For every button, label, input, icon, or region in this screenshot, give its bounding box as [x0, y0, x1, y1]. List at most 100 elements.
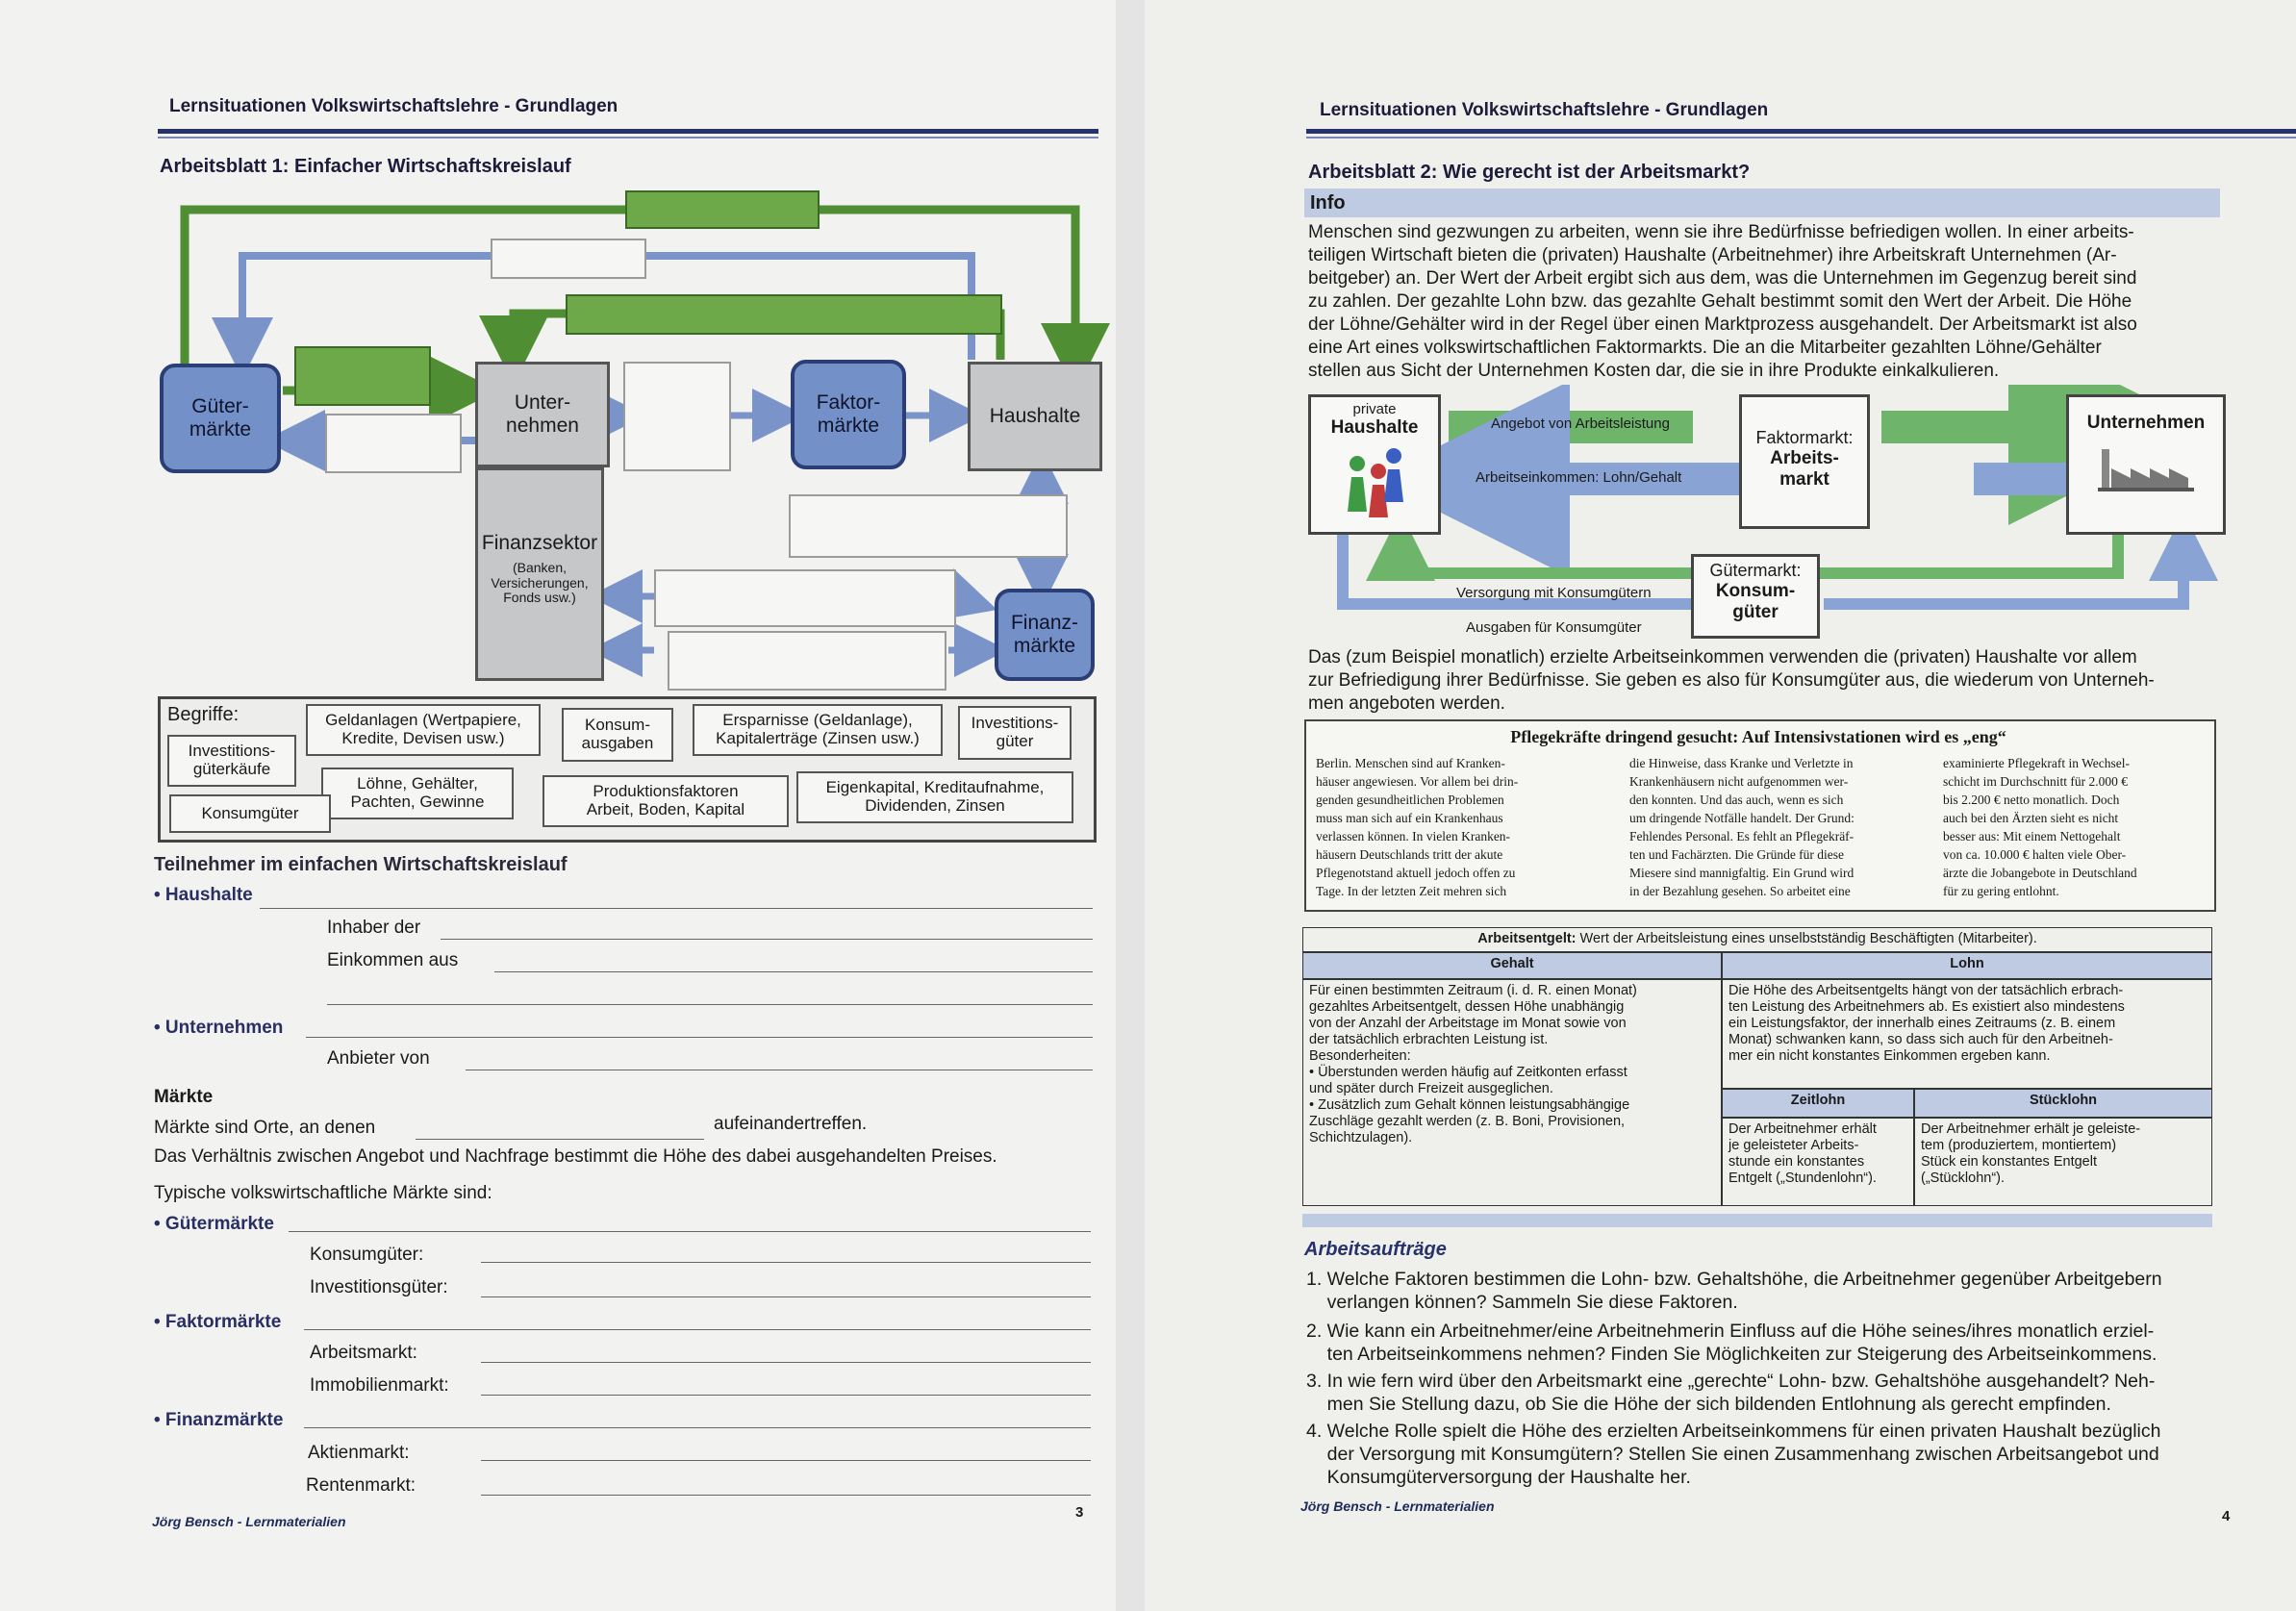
maerkte-sentence-start: Märkte sind Orte, an denen: [154, 1118, 376, 1138]
stuecklohn-cell: Der Arbeitnehmer erhält je geleiste- tem…: [1914, 1118, 2212, 1206]
typische-label: Typische volkswirtschaftliche Märkte sin…: [154, 1183, 492, 1203]
right-page: Lernsituationen Volkswirtschaftslehre - …: [1145, 0, 2296, 1611]
participants-title: Teilnehmer im einfachen Wirtschaftskreis…: [154, 854, 568, 875]
aktienmarkt-label: Aktienmarkt:: [308, 1443, 410, 1463]
haushalte-heading: • Haushalte: [154, 885, 253, 905]
green-blank-1[interactable]: [625, 190, 820, 229]
factory-icon: [2098, 449, 2194, 491]
blank-2[interactable]: [325, 414, 462, 473]
left-page-number: 3: [1075, 1504, 1084, 1521]
lohn-cell: Die Höhe des Arbeitsentgelts hängt von d…: [1722, 979, 2212, 1089]
anbieter-label: Anbieter von: [327, 1048, 430, 1069]
blank-3[interactable]: [623, 362, 731, 471]
caption-definition: Wert der Arbeitsleistung eines unselbsts…: [1576, 931, 2037, 946]
unternehmen-flow-box: Unternehmen: [2066, 394, 2226, 535]
green-blank-3[interactable]: [294, 346, 431, 406]
answer-line[interactable]: [289, 1231, 1091, 1232]
finanzsektor-sub: (Banken, Versicherungen, Fonds usw.): [491, 560, 589, 605]
term-geldanlagen: Geldanlagen (Wertpapiere, Kredite, Devis…: [306, 704, 541, 756]
answer-line[interactable]: [494, 971, 1093, 972]
finanzsektor-label: Finanzsektor: [481, 532, 598, 554]
maerkte-heading: Märkte: [154, 1087, 214, 1107]
unternehmen-heading: • Unternehmen: [154, 1018, 284, 1038]
answer-line[interactable]: [306, 1037, 1093, 1038]
ausgaben-label: Ausgaben für Konsumgüter: [1466, 619, 1642, 636]
angebot-label: Angebot von Arbeitsleistung: [1491, 415, 1670, 432]
answer-line[interactable]: [304, 1427, 1091, 1428]
right-footer: Jörg Bensch - Lernmaterialien: [1300, 1498, 1495, 1514]
header-rule-thin: [158, 137, 1098, 138]
lohn-header: Lohn: [1722, 952, 2212, 979]
news-column-3: examinierte Pflegekraft in Wechsel- schi…: [1943, 756, 2137, 898]
blank-4[interactable]: [789, 494, 1068, 558]
answer-line[interactable]: [481, 1460, 1091, 1461]
answer-line[interactable]: [441, 939, 1093, 940]
unternehmen-label: Unternehmen: [2086, 413, 2206, 433]
answer-line[interactable]: [327, 1004, 1093, 1005]
konsumgueter-box: Gütermarkt: Konsum- güter: [1691, 554, 1820, 639]
people-icon: [1348, 448, 1403, 517]
blank-6[interactable]: [668, 631, 946, 691]
green-blank-2[interactable]: [566, 294, 1002, 335]
after-text: Das (zum Beispiel monatlich) erzielte Ar…: [1308, 647, 2155, 714]
unternehmen-box: Unter- nehmen: [475, 362, 610, 467]
finanzsektor-box: Finanzsektor (Banken, Versicherungen, Fo…: [475, 467, 604, 681]
term-produktionsfaktoren: Produktionsfaktoren Arbeit, Boden, Kapit…: [542, 775, 789, 827]
faktor-maerkte-box: Faktor- märkte: [791, 360, 906, 469]
begriffe-label: Begriffe:: [167, 704, 240, 725]
news-title: Pflegekräfte dringend gesucht: Auf Inten…: [1510, 727, 2006, 746]
answer-line[interactable]: [416, 1139, 704, 1140]
konsumgueter-label: Konsumgüter:: [310, 1245, 424, 1265]
maerkte-sentence-2: Das Verhältnis zwischen Angebot und Nach…: [154, 1146, 997, 1167]
gehalt-cell: Für einen bestimmten Zeitraum (i. d. R. …: [1302, 979, 1722, 1206]
header-rule: [158, 129, 1098, 134]
versorgung-label: Versorgung mit Konsumgütern: [1456, 585, 1652, 601]
right-page-number: 4: [2222, 1508, 2231, 1524]
arbeitsmarkt-label: Arbeits- markt: [1770, 448, 1839, 490]
finanzmaerkte-heading: • Finanzmärkte: [154, 1410, 284, 1430]
right-header: Lernsituationen Volkswirtschaftslehre - …: [1320, 100, 1769, 120]
answer-line[interactable]: [481, 1362, 1091, 1363]
gehalt-header: Gehalt: [1302, 952, 1722, 979]
term-investitionsgueterkaeufe: Investitions- güterkäufe: [167, 735, 296, 787]
finanz-maerkte-box: Finanz- märkte: [995, 589, 1095, 681]
term-loehne: Löhne, Gehälter, Pachten, Gewinne: [321, 768, 514, 819]
maerkte-sentence-end: aufeinandertreffen.: [714, 1114, 868, 1134]
header-rule-thin: [1306, 137, 2296, 138]
answer-line[interactable]: [481, 1495, 1091, 1496]
task-3: 3. In wie fern wird über den Arbeitsmark…: [1306, 1371, 2156, 1415]
arbeitsmarkt-label: Arbeitsmarkt:: [310, 1343, 417, 1363]
investitionsgueter-label: Investitionsgüter:: [310, 1277, 448, 1297]
immobilienmarkt-label: Immobilienmarkt:: [310, 1375, 449, 1396]
zeitlohn-header: Zeitlohn: [1722, 1089, 1914, 1118]
term-eigenkapital: Eigenkapital, Kreditaufnahme, Dividenden…: [796, 771, 1073, 823]
task-2: 2. Wie kann ein Arbeitnehmer/eine Arbeit…: [1306, 1321, 2157, 1365]
answer-line[interactable]: [304, 1329, 1091, 1330]
faktormaerkte-heading: • Faktormärkte: [154, 1312, 282, 1332]
guetermarkt-label: Gütermarkt:: [1709, 561, 1802, 580]
term-ersparnisse: Ersparnisse (Geldanlage), Kapitalerträge…: [693, 704, 943, 756]
task-4: 4. Welche Rolle spielt die Höhe des erzi…: [1306, 1421, 2161, 1488]
stuecklohn-header: Stücklohn: [1914, 1089, 2212, 1118]
table-bottom-bar: [1302, 1214, 2212, 1227]
guetermaerkte-heading: • Gütermärkte: [154, 1214, 274, 1234]
answer-line[interactable]: [481, 1296, 1091, 1297]
answer-line[interactable]: [260, 908, 1093, 909]
haushalte-label: Haushalte: [1330, 417, 1419, 438]
answer-line[interactable]: [481, 1395, 1091, 1396]
left-footer: Jörg Bensch - Lernmaterialien: [152, 1514, 346, 1529]
newspaper-article: [1304, 719, 2216, 912]
zeitlohn-cell: Der Arbeitnehmer erhält je geleisteter A…: [1722, 1118, 1914, 1206]
left-title: Arbeitsblatt 1: Einfacher Wirtschaftskre…: [160, 156, 571, 177]
blank-1[interactable]: [491, 239, 646, 279]
info-bar: Info: [1304, 189, 2220, 217]
term-investitionsgueter: Investitions- güter: [958, 706, 1072, 760]
blank-5[interactable]: [654, 569, 956, 627]
haushalte-flow-box: private Haushalte: [1308, 394, 1441, 535]
haushalte-box: Haushalte: [968, 362, 1102, 471]
caption-term: Arbeitsentgelt:: [1477, 931, 1577, 946]
answer-line[interactable]: [481, 1262, 1091, 1263]
konsumgueter-label: Konsum- güter: [1715, 581, 1796, 622]
task-1: 1. Welche Faktoren bestimmen die Lohn- b…: [1306, 1269, 2162, 1313]
term-konsumgueter: Konsumgüter: [169, 794, 331, 833]
